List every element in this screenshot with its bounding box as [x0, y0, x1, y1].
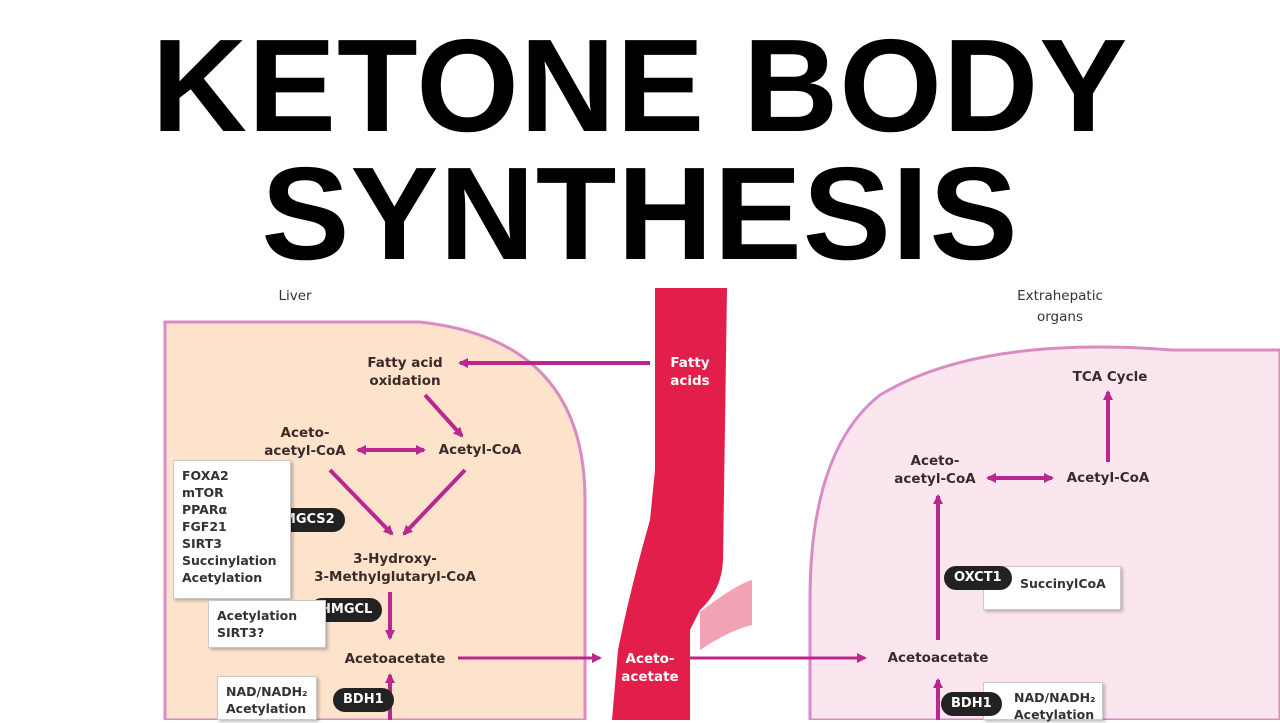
regulator-item: SIRT3?: [217, 625, 265, 640]
regulator-item: mTOR: [182, 485, 224, 500]
regulator-item: NAD/NADH₂: [1014, 690, 1096, 705]
tca-cycle-label: TCA Cycle: [1072, 369, 1148, 385]
liver-enzyme-bdh1: BDH1: [333, 688, 394, 712]
liver-bdh1-regulators-box: NAD/NADH₂ Acetylation: [217, 676, 317, 720]
liver-acetoacetate-label: Acetoacetate: [344, 651, 446, 667]
fatty-acid-oxidation-line-1: Fatty acid: [367, 355, 443, 371]
regulator-item: PPARα: [182, 502, 228, 517]
hmg-coa-label: 3-Hydroxy- 3-Methylglutaryl-CoA: [310, 550, 480, 586]
fatty-acid-oxidation-line-2: oxidation: [369, 373, 441, 389]
blood-fatty-acids-line-1: Fatty: [670, 355, 710, 371]
extra-acetoacetyl-coa-label: Aceto- acetyl-CoA: [885, 452, 985, 488]
title-line-2: SYNTHESIS: [261, 140, 1019, 287]
blood-fatty-acids-line-2: acids: [670, 373, 710, 389]
blood-vessel-branch: [700, 580, 752, 650]
extrahepatic-region-label-2: organs: [1036, 309, 1083, 325]
fatty-acid-oxidation-label: Fatty acid oxidation: [350, 354, 460, 390]
liver-acetoacetyl-coa-line-2: acetyl-CoA: [264, 443, 346, 459]
extra-acetoacetate-label: Acetoacetate: [887, 650, 989, 666]
blood-acetoacetate-line-1: Aceto-: [625, 651, 675, 667]
liver-region-label: Liver: [278, 288, 312, 304]
regulator-item: Acetylation: [217, 608, 298, 623]
liver-acetoacetyl-coa-label: Aceto- acetyl-CoA: [255, 424, 355, 460]
extra-enzyme-bdh1: BDH1: [941, 692, 1002, 716]
oxct1-cofactor: SuccinylCoA: [1020, 576, 1106, 591]
hmg-coa-line-1: 3-Hydroxy-: [353, 551, 437, 567]
title-line-1: KETONE BODY: [151, 12, 1129, 159]
regulator-item: NAD/NADH₂: [226, 684, 308, 699]
regulator-item: Acetylation: [226, 701, 307, 716]
extra-bdh1-regulators-box: NAD/NADH₂ Acetylation: [983, 682, 1103, 722]
regulator-item: Acetylation: [182, 570, 263, 585]
blood-vessel: [612, 288, 727, 720]
extrahepatic-cell: [808, 345, 1280, 720]
extra-acetoacetyl-coa-line-1: Aceto-: [910, 453, 960, 469]
liver-acetyl-coa-label: Acetyl-CoA: [438, 442, 522, 458]
hmgcl-regulators-box: Acetylation SIRT3?: [208, 600, 326, 648]
regulator-item: Acetylation: [1014, 707, 1095, 722]
regulator-item: Succinylation: [182, 553, 277, 568]
hmgcs2-regulators-box: FOXA2 mTOR PPARα FGF21 SIRT3 Succinylati…: [173, 460, 291, 599]
liver-acetoacetyl-coa-line-1: Aceto-: [280, 425, 330, 441]
hmg-coa-line-2: 3-Methylglutaryl-CoA: [314, 569, 476, 585]
blood-fatty-acids-label: Fatty acids: [650, 354, 730, 390]
blood-acetoacetate-line-2: acetate: [621, 669, 679, 685]
extra-acetoacetyl-coa-line-2: acetyl-CoA: [894, 471, 976, 487]
enzyme-oxct1: OXCT1: [944, 566, 1012, 590]
regulator-item: FOXA2: [182, 468, 229, 483]
extra-acetyl-coa-label: Acetyl-CoA: [1066, 470, 1150, 486]
extrahepatic-region-label-1: Extrahepatic: [1017, 288, 1103, 304]
blood-acetoacetate-label: Aceto- acetate: [610, 650, 690, 686]
regulator-item: FGF21: [182, 519, 227, 534]
regulator-item: SIRT3: [182, 536, 222, 551]
